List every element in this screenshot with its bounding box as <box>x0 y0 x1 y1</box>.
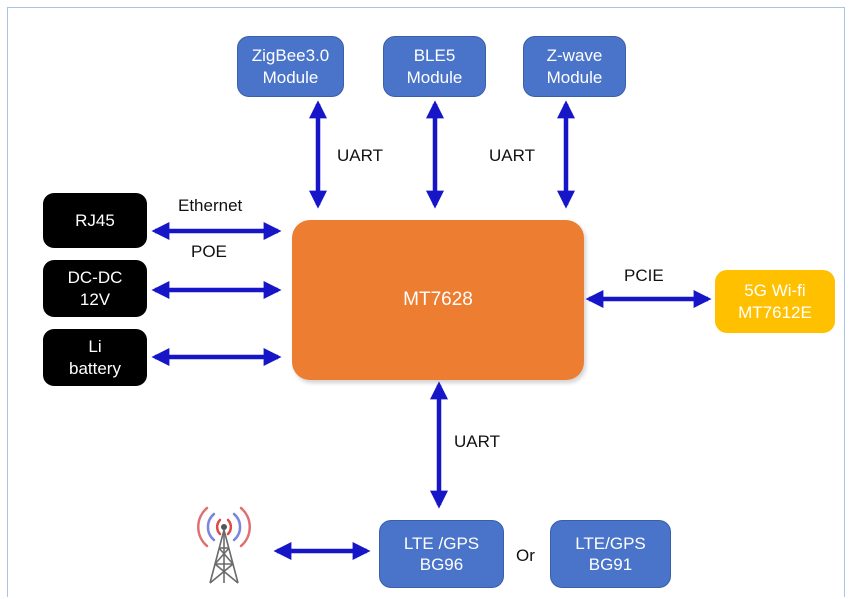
pcie-label: PCIE <box>624 266 664 285</box>
lte-bg96-module: LTE /GPS BG96 <box>379 520 504 588</box>
poe-label: POE <box>191 242 227 261</box>
cell-tower-icon <box>197 506 251 584</box>
diagram-frame <box>7 7 845 597</box>
uart-label-bottom: UART <box>454 432 500 451</box>
li-battery-block: Li battery <box>43 329 147 386</box>
zigbee-module: ZigBee3.0 Module <box>237 36 344 97</box>
wifi-module: 5G Wi-fi MT7612E <box>715 270 835 333</box>
ethernet-label: Ethernet <box>178 196 243 215</box>
uart-label-left: UART <box>337 146 383 165</box>
rj45-block: RJ45 <box>43 193 147 248</box>
mt7628-cpu: MT7628 <box>292 220 584 380</box>
ble5-module: BLE5 Module <box>383 36 486 97</box>
or-label: Or <box>516 546 535 565</box>
dcdc-block: DC-DC 12V <box>43 260 147 317</box>
lte-bg91-module: LTE/GPS BG91 <box>550 520 671 588</box>
zwave-module: Z-wave Module <box>523 36 626 97</box>
uart-label-right: UART <box>489 146 535 165</box>
